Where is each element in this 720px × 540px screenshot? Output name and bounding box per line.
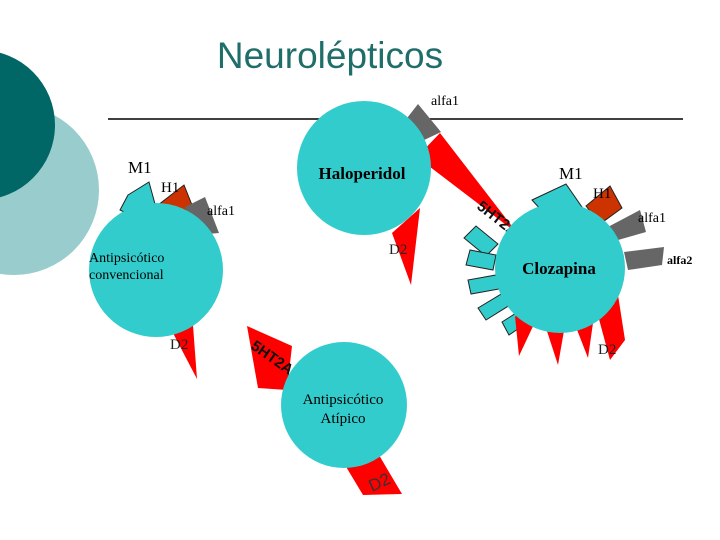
- haloperidol-alfa1-label: alfa1: [431, 94, 459, 109]
- clozapina-cyan-receptor-1: [463, 225, 499, 257]
- convencional-label-line2: convencional: [89, 268, 164, 283]
- convencional-molecule: Antipsicótico convencional M1 H1 alfa1 D…: [89, 158, 235, 379]
- haloperidol-d2-receptor: [392, 208, 420, 285]
- clozapina-red-receptor-1: [515, 316, 535, 356]
- clozapina-circle: [495, 203, 625, 333]
- convencional-alfa1-label: alfa1: [207, 204, 235, 219]
- decor-dark-circle: [0, 52, 55, 198]
- slide-decoration: [0, 52, 99, 275]
- clozapina-h1-label: H1: [593, 186, 611, 202]
- convencional-label-line1: Antipsicótico: [89, 251, 164, 266]
- clozapina-alfa2-label: alfa2: [667, 253, 692, 267]
- convencional-m1-label: M1: [128, 158, 152, 177]
- clozapina-red-receptor-2: [545, 325, 565, 365]
- haloperidol-d2-label: D2: [389, 242, 407, 258]
- haloperidol-label: Haloperidol: [319, 164, 406, 183]
- clozapina-cyan-receptor-2: [465, 249, 497, 271]
- clozapina-d2-label: D2: [598, 342, 616, 358]
- clozapina-m1-label: M1: [559, 164, 583, 183]
- haloperidol-circle: [297, 101, 431, 235]
- convencional-d2-label: D2: [170, 337, 188, 353]
- clozapina-label: Clozapina: [522, 259, 596, 278]
- clozapina-alfa1-label: alfa1: [638, 211, 666, 226]
- clozapina-cyan-receptor-3: [467, 274, 500, 295]
- atipico-label-line1: Antipsicótico: [303, 392, 384, 408]
- atipico-circle: [281, 342, 407, 468]
- slide-title: Neurolépticos: [217, 35, 443, 76]
- clozapina-molecule: Clozapina M1 H1 alfa1 alfa2 D2: [463, 164, 692, 365]
- convencional-circle: [89, 203, 223, 337]
- clozapina-alfa1-receptor: [606, 210, 646, 240]
- atipico-molecule: Antipsicótico Atípico 5HT2A D2: [247, 326, 407, 496]
- haloperidol-5ht2a-receptor: [417, 133, 518, 234]
- convencional-h1-label: H1: [161, 180, 179, 196]
- atipico-5ht2a-receptor: [247, 326, 292, 390]
- clozapina-alfa2-receptor: [624, 247, 664, 270]
- atipico-label-line2: Atípico: [321, 411, 366, 427]
